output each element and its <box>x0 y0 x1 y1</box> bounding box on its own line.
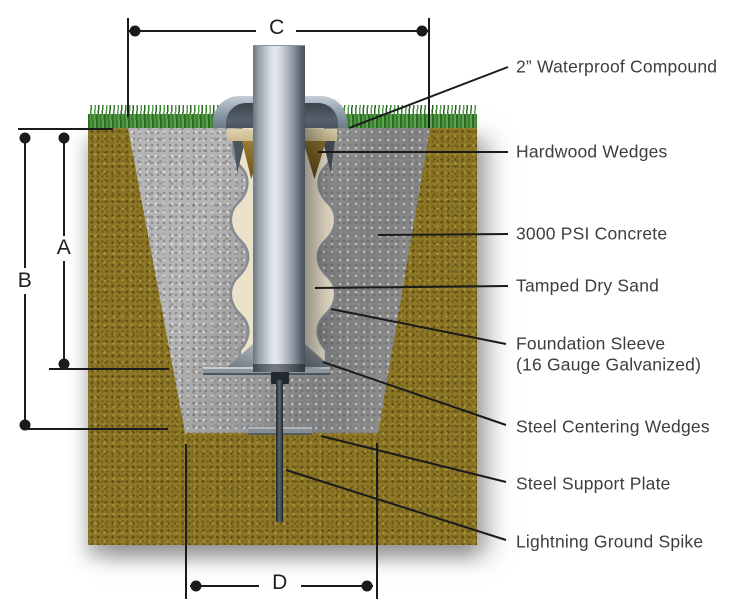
label-waterproof-compound: 2” Waterproof Compound <box>516 56 718 77</box>
spike-anchor-block <box>271 372 289 384</box>
pole-cast-shadow <box>305 99 343 369</box>
dimension-c-label: C <box>269 16 285 39</box>
lightning-ground-spike <box>276 380 283 522</box>
label-foundation-sleeve: Foundation Sleeve (16 Gauge Galvanized) <box>516 333 702 375</box>
pole <box>253 45 305 372</box>
label-hardwood-wedges: Hardwood Wedges <box>516 141 668 162</box>
label-steel-centering-wedges: Steel Centering Wedges <box>516 416 710 437</box>
shadow-wedge-right <box>323 141 335 173</box>
sleeve-left-wall <box>229 128 250 370</box>
dimension-b-label: B <box>17 269 33 292</box>
label-steel-support-plate: Steel Support Plate <box>516 473 671 494</box>
shadow-wedge-left <box>233 141 245 173</box>
label-tamped-dry-sand: Tamped Dry Sand <box>516 275 660 296</box>
dimension-a-label: A <box>56 236 72 259</box>
dimension-d-label: D <box>272 571 288 594</box>
label-lightning-ground-spike: Lightning Ground Spike <box>516 531 704 552</box>
sleeve-right-wall <box>316 128 337 370</box>
label-concrete: 3000 PSI Concrete <box>516 223 668 244</box>
